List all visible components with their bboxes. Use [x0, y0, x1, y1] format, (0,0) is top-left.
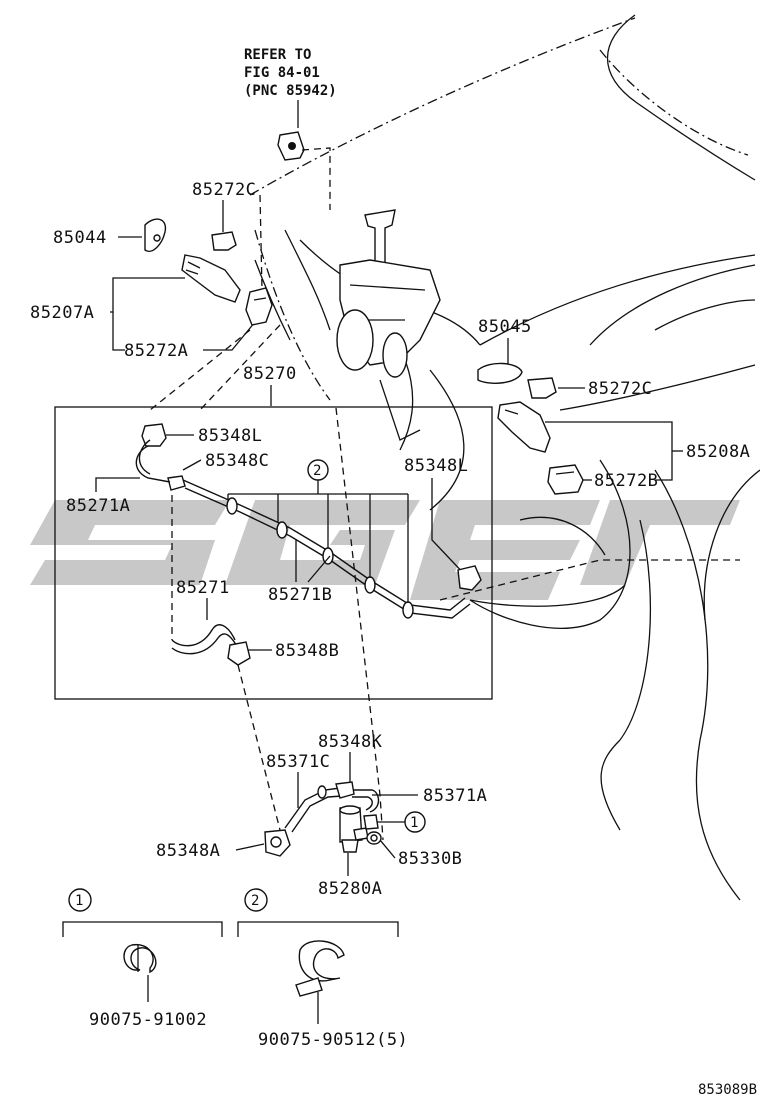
connector-85348a — [264, 829, 291, 857]
hose-85371c — [284, 787, 341, 829]
grommet-85330b — [366, 831, 382, 845]
clamp-marker-4 — [364, 576, 376, 594]
label-85280a: 85280A — [318, 879, 382, 899]
hose-85271 — [171, 624, 236, 647]
legend-1-circle — [68, 888, 92, 912]
hose-joint-1 — [317, 785, 327, 799]
bracket-85272a-icon — [245, 287, 273, 326]
washer-pump-85280a — [339, 805, 369, 853]
label-85271b: 85271B — [268, 585, 332, 605]
label-85272a: 85272A — [124, 341, 188, 361]
figure-code: 853089B — [698, 1082, 757, 1098]
headlamp-washer-nozzle-left — [181, 254, 241, 303]
label-85045: 85045 — [478, 317, 532, 337]
connector-85348l-left — [141, 423, 167, 447]
label-85371a: 85371A — [423, 786, 487, 806]
tee-85348k — [335, 781, 355, 799]
refer-part-icon — [277, 100, 305, 161]
label-85272b: 85272B — [594, 471, 658, 491]
refer-line-3: (PNC 85942) — [244, 83, 337, 99]
label-85044: 85044 — [53, 228, 107, 248]
legend-2-id: 2 — [251, 893, 259, 909]
label-85348l-right: 85348L — [404, 456, 468, 476]
headlamp-washer-nozzle-right — [497, 401, 551, 453]
callout-1-text: 1 — [410, 815, 418, 831]
bracket-85272b-icon — [547, 464, 584, 495]
label-85348k: 85348K — [318, 732, 383, 752]
label-85207a: 85207A — [30, 303, 94, 323]
cover-85044-icon — [144, 218, 167, 252]
hose-85371a — [350, 789, 380, 813]
refer-line-1: REFER TO — [244, 47, 311, 63]
label-85348c: 85348C — [205, 451, 269, 471]
label-85271: 85271 — [176, 578, 230, 598]
clip-icon — [123, 944, 157, 974]
clamp-marker-5 — [402, 601, 414, 619]
clip-icon — [211, 231, 237, 251]
callout-2-box-text: 2 — [313, 463, 321, 479]
hose-assembly-frame — [54, 406, 493, 700]
label-85208a: 85208A — [686, 442, 750, 462]
watermark-logo — [30, 500, 740, 600]
cap-85045-icon — [477, 362, 523, 384]
label-85330b: 85330B — [398, 849, 462, 869]
label-85371c: 85371C — [266, 752, 330, 772]
label-85270: 85270 — [243, 364, 297, 384]
label-85271a: 85271A — [66, 496, 130, 516]
connector-85348l-right — [457, 565, 482, 591]
refer-line-2: FIG 84-01 — [244, 65, 320, 81]
hose-main-run — [182, 479, 466, 611]
clip-85330b-top — [363, 814, 379, 830]
hose-85271a — [135, 445, 171, 483]
clamp-marker-2 — [276, 521, 288, 539]
legend-2-circle — [244, 888, 268, 912]
label-85272c-top: 85272C — [192, 180, 256, 200]
label-85348a: 85348A — [156, 841, 220, 861]
label-85348b: 85348B — [275, 641, 339, 661]
label-90075-90512: 90075-90512(5) — [258, 1030, 408, 1050]
label-85272c-right: 85272C — [588, 379, 652, 399]
legend-1-id: 1 — [75, 893, 83, 909]
clamp-icon — [295, 940, 345, 997]
label-85348l-left: 85348L — [198, 426, 262, 446]
vehicle-outline — [249, 14, 760, 901]
label-90075-91002: 90075-91002 — [89, 1010, 207, 1030]
tee-85348c — [167, 475, 186, 491]
clip-85272c-right-icon — [527, 377, 557, 399]
connector-85348b — [227, 641, 251, 666]
clamp-marker-1 — [226, 497, 238, 515]
washer-tank — [336, 209, 441, 441]
